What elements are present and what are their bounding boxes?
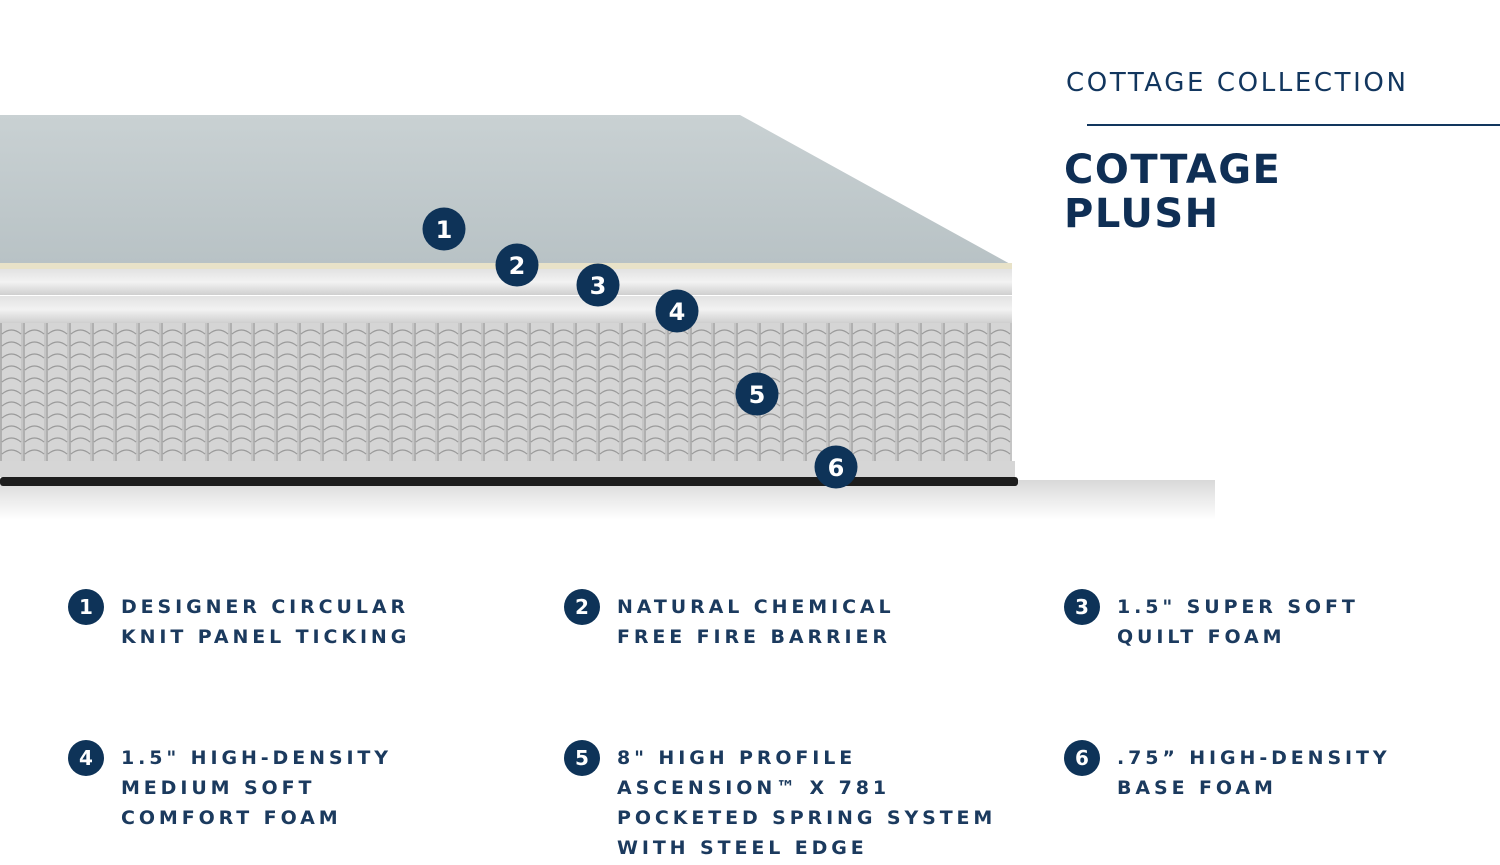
legend-text-5: 8" HIGH PROFILE ASCENSION™ X 781 POCKETE… [617,747,997,859]
legend-item-1: 1 DESIGNER CIRCULAR KNIT PANEL TICKING [68,589,411,652]
product-title-line1: COTTAGE [1064,147,1282,193]
legend-number-2: 2 [564,589,600,625]
legend-number-1: 1 [68,589,104,625]
legend-text-3: 1.5" SUPER SOFT QUILT FOAM [1117,596,1359,648]
collection-label: COTTAGE COLLECTION [1066,68,1409,98]
svg-text:2: 2 [509,252,526,280]
marker-4: 4 [655,289,699,333]
legend-number-4: 4 [68,740,104,776]
legend-item-6: 6 .75” HIGH-DENSITY BASE FOAM [1064,740,1391,803]
marker-2: 2 [495,243,539,287]
product-title-line2: PLUSH [1064,191,1220,237]
legend-number-3: 3 [1064,589,1100,625]
legend-text-1: DESIGNER CIRCULAR KNIT PANEL TICKING [121,596,411,648]
legend-text-6: .75” HIGH-DENSITY BASE FOAM [1117,747,1391,799]
mattress-cross-section: 1 2 3 4 5 6 [0,115,1215,520]
svg-text:4: 4 [669,298,686,326]
svg-text:6: 6 [828,454,845,482]
legend-item-5: 5 8" HIGH PROFILE ASCENSION™ X 781 POCKE… [564,740,997,863]
legend-text-2: NATURAL CHEMICAL FREE FIRE BARRIER [617,596,895,648]
legend-number-5: 5 [564,740,600,776]
legend-item-3: 3 1.5" SUPER SOFT QUILT FOAM [1064,589,1359,652]
marker-6: 6 [814,445,858,489]
legend-text-4: 1.5" HIGH-DENSITY MEDIUM SOFT COMFORT FO… [121,747,392,829]
legend-item-2: 2 NATURAL CHEMICAL FREE FIRE BARRIER [564,589,895,652]
svg-text:1: 1 [436,216,453,244]
marker-1: 1 [422,207,466,251]
header-divider [1087,124,1500,126]
svg-text:3: 3 [590,272,607,300]
marker-5: 5 [735,372,779,416]
product-title: COTTAGE PLUSH [1064,148,1281,236]
legend-item-4: 4 1.5" HIGH-DENSITY MEDIUM SOFT COMFORT … [68,740,392,833]
marker-3: 3 [576,263,620,307]
svg-text:5: 5 [749,381,766,409]
legend-number-6: 6 [1064,740,1100,776]
